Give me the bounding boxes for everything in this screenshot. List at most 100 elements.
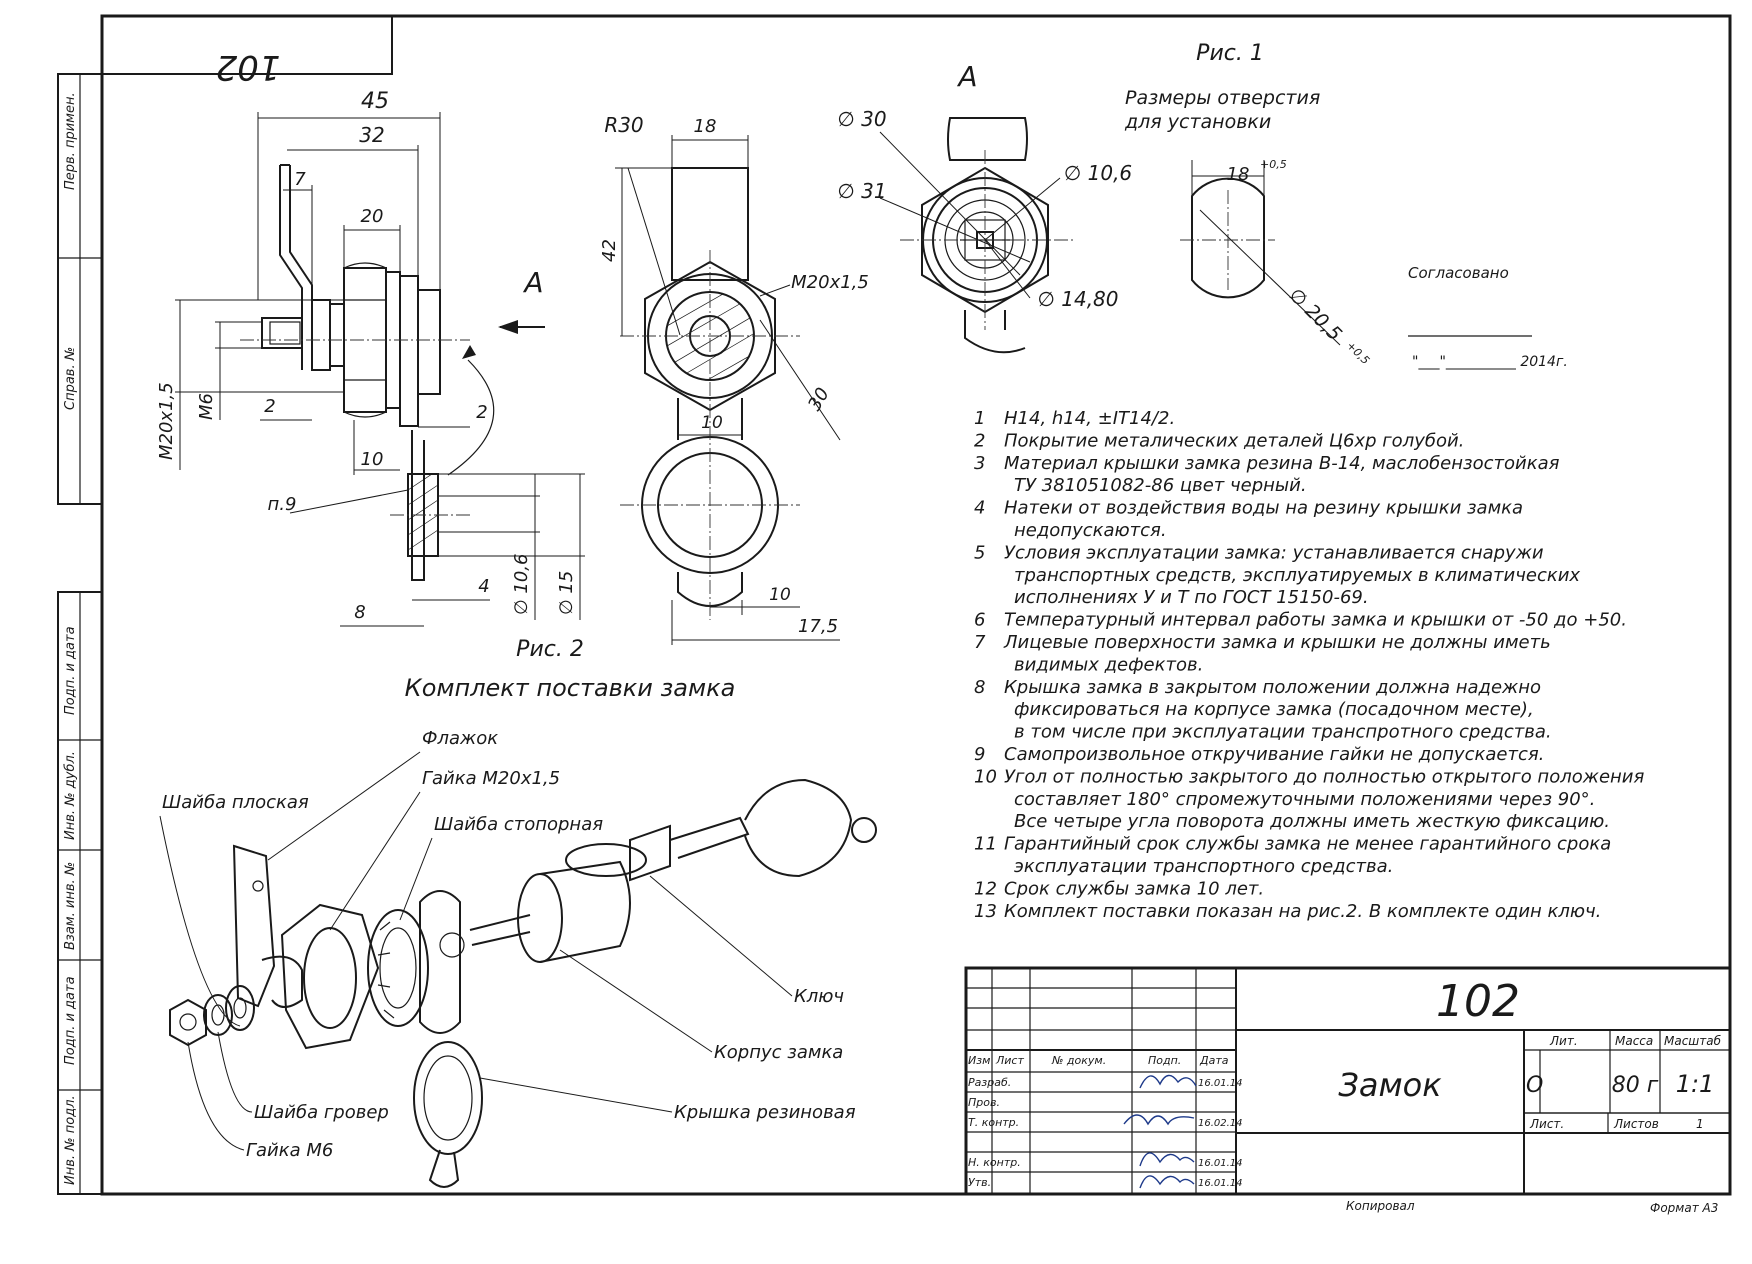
tb-h-lit: Лит. [1549, 1034, 1578, 1048]
side-label-vzam: Взам. инв. № [63, 862, 78, 950]
note-line: Условия эксплуатации замка: устанавливае… [1004, 542, 1544, 563]
tb-format: Формат А3 [1650, 1201, 1718, 1215]
note-line: составляет 180° спромежуточными положени… [1014, 789, 1595, 810]
signature-utv [1139, 1175, 1195, 1189]
front-view [620, 167, 800, 620]
tb-date-tkontr: 16.02.14 [1198, 1118, 1243, 1129]
signature-nkontr [1139, 1152, 1195, 1167]
note-number: 3 [974, 453, 985, 474]
dim-d15-side: ∅ 15 [556, 571, 577, 615]
hole-title-2: для установки [1124, 111, 1271, 133]
label-nut-m20: Гайка М20х1,5 [422, 768, 560, 789]
note-number: 10 [974, 766, 997, 787]
dim-18-hole: 18 [1227, 164, 1250, 185]
dim-d106-side: ∅ 10,6 [511, 554, 532, 615]
label-body: Корпус замка [714, 1042, 843, 1063]
note-number: 9 [974, 744, 985, 765]
tb-copied: Копировал [1346, 1199, 1415, 1213]
dim-10b-front: 10 [769, 585, 791, 605]
front-view-dimensions: R30 18 42 M20x1,5 30 10 10 17,5 [599, 113, 869, 645]
tb-h-sign: Подп. [1148, 1054, 1181, 1067]
title-block [964, 966, 1732, 1196]
approval-label: Согласовано [1408, 264, 1509, 282]
view-a-letter: A [956, 60, 977, 93]
dim-d148-a: ∅ 14,80 [1037, 287, 1118, 311]
tb-h-doc: № докум. [1051, 1054, 1106, 1067]
label-key: Ключ [794, 986, 844, 1007]
label-nut-m6: Гайка М6 [246, 1140, 333, 1161]
dim-10a-front: 10 [701, 413, 723, 433]
tb-h-list: Лист [995, 1054, 1024, 1067]
dim-20: 20 [361, 206, 384, 227]
note-number: 6 [974, 610, 985, 631]
note-line: Материал крышки замка резина В-14, масло… [1004, 453, 1560, 474]
note-line: видимых дефектов. [1014, 654, 1203, 675]
dim-2b: 2 [476, 402, 487, 423]
tb-row-razrab: Разраб. [968, 1076, 1011, 1089]
tb-sheets-label: Листов [1613, 1117, 1659, 1131]
note-line: Гарантийный срок службы замка не менее г… [1004, 834, 1611, 855]
dim-d106-a: ∅ 10,6 [1064, 161, 1132, 185]
tb-sheet-label: Лист. [1529, 1117, 1564, 1131]
hole-title-1: Размеры отверстия [1125, 87, 1320, 109]
signature-razrab [1139, 1074, 1197, 1089]
tol-d205-hole: +0,5 [1344, 339, 1372, 367]
note-line: ТУ 381051082-86 цвет черный. [1014, 475, 1307, 496]
tb-date-nkontr: 16.01.14 [1198, 1158, 1243, 1169]
fig1-title: Рис. 1 [1196, 41, 1264, 66]
tb-row-prov: Пров. [968, 1096, 1000, 1109]
note-number: 4 [974, 498, 985, 519]
dim-4: 4 [478, 576, 489, 597]
tol-18-hole: +0,5 [1260, 158, 1287, 171]
dim-42: 42 [599, 239, 620, 262]
side-label-podp2: Подп. и дата [63, 976, 78, 1065]
label-p9: п.9 [268, 494, 297, 515]
note-line: недопускаются. [1014, 520, 1167, 541]
tb-row-tkontr: Т. контр. [968, 1116, 1019, 1129]
side-label-perv: Перв. примен. [63, 92, 78, 190]
note-line: фиксироваться на корпусе замка (посадочн… [1014, 699, 1534, 720]
note-number: 8 [974, 677, 985, 698]
note-line: Покрытие металических деталей Ц6хр голуб… [1004, 430, 1464, 451]
note-number: 5 [974, 542, 985, 563]
tb-sheets: 1 [1696, 1117, 1704, 1131]
dim-d31-a: ∅ 31 [837, 179, 886, 203]
label-flag: Флажок [422, 728, 498, 749]
tb-row-nkontr: Н. контр. [968, 1156, 1021, 1169]
note-line: Натеки от воздействия воды на резину кры… [1004, 498, 1523, 519]
dim-30-front: 30 [804, 384, 834, 414]
note-line: Температурный интервал работы замка и кр… [1004, 610, 1627, 631]
side-label-podp1: Подп. и дата [63, 626, 78, 715]
note-line: H14, h14, ±IT14/2. [1004, 408, 1175, 429]
dim-m20-front: M20x1,5 [791, 272, 869, 293]
side-view [240, 164, 545, 581]
note-line: Все четыре угла поворота должны иметь же… [1014, 811, 1610, 832]
side-label-sprav: Справ. № [63, 347, 78, 410]
dim-7: 7 [294, 169, 306, 190]
label-grover: Шайба гровер [254, 1102, 389, 1123]
note-number: 11 [974, 834, 997, 855]
tb-name: Замок [1338, 1066, 1442, 1104]
note-line: транспортных средств, эксплуатируемых в … [1014, 565, 1580, 586]
dim-m6: M6 [196, 393, 217, 420]
note-line: Лицевые поверхности замка и крышки не до… [1003, 632, 1551, 653]
note-number: 13 [974, 901, 997, 922]
top-stamp-number: 102 [216, 47, 281, 87]
side-label-inv-podl: Инв. № подл. [63, 1095, 78, 1185]
tb-date-razrab: 16.01.14 [1198, 1078, 1243, 1089]
dim-d30-a: ∅ 30 [837, 107, 886, 131]
tb-row-utv: Утв. [968, 1176, 991, 1189]
note-number: 1 [974, 408, 985, 429]
dim-d205-hole: ∅ 20,5 [1284, 284, 1345, 345]
approval-date-line: "___"__________ 2014г. [1412, 354, 1568, 370]
dim-45: 45 [361, 89, 389, 114]
dim-32: 32 [359, 123, 384, 147]
signature-tkontr [1123, 1114, 1195, 1126]
note-line: исполнениях У и Т по ГОСТ 15150-69. [1014, 587, 1369, 608]
label-cap: Крышка резиновая [674, 1102, 856, 1123]
sheet-frame [57, 14, 1732, 1196]
note-number: 7 [974, 632, 986, 653]
tb-h-mass: Масса [1615, 1034, 1653, 1048]
